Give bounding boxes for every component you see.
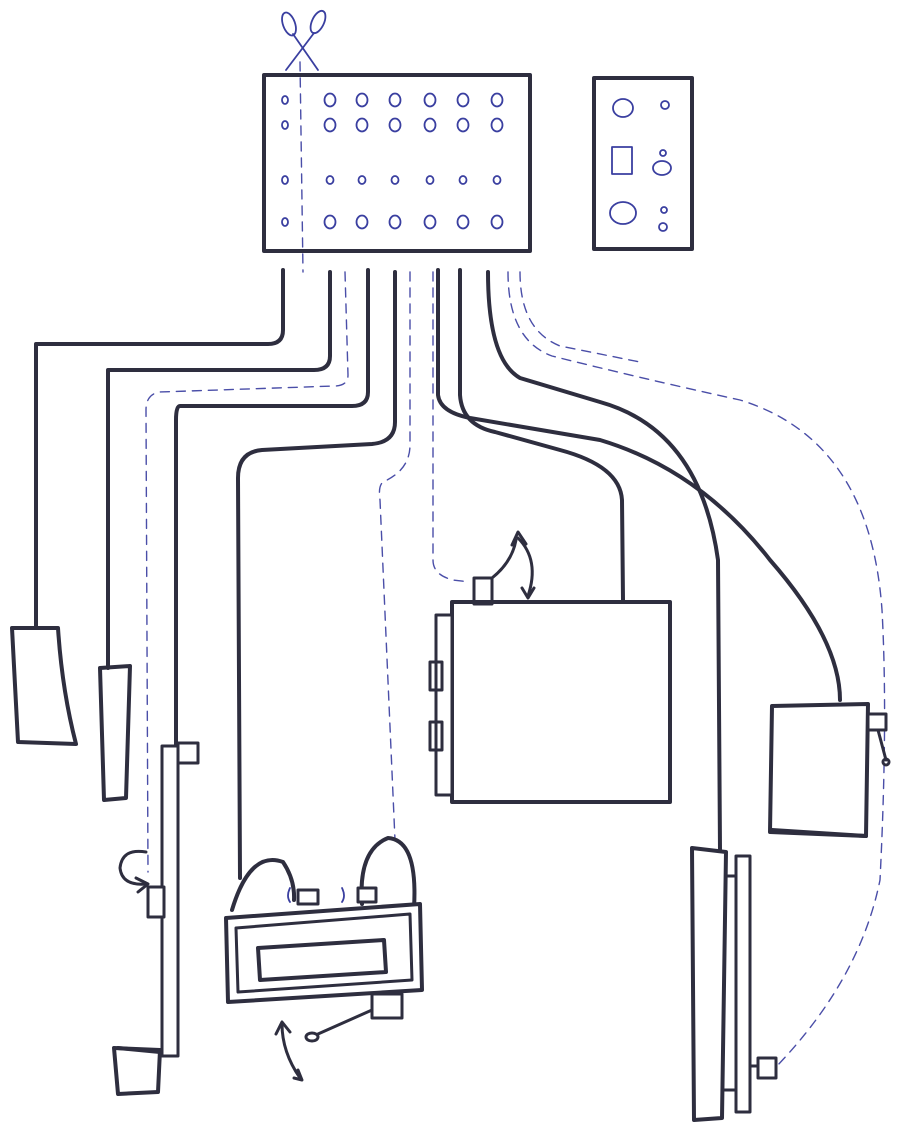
pin-hole [494,176,501,184]
double-arrow-icon [276,1022,302,1080]
left-hatched-block [12,628,76,744]
pin-hole [492,94,503,107]
pin-hole [492,119,503,132]
right-box [770,704,889,836]
pin-hole [492,216,503,229]
pin-hole [425,119,436,132]
scissors-icon [279,9,328,70]
side-panel [594,78,692,249]
pin-hole [282,218,288,226]
pin-hole [357,94,368,107]
pin-hole [458,94,469,107]
pin-hole [427,176,434,184]
right-tall-panel [692,848,776,1120]
pin-hole [390,216,401,229]
pin-hole [325,94,336,107]
pin-hole [390,119,401,132]
pin-hole [425,94,436,107]
rotate-arrow-icon [120,851,148,892]
pin-hole [282,96,288,104]
pin-hole [325,216,336,229]
tray-device [226,838,422,1041]
narrow-hatched-block [100,666,130,800]
pin-hole [425,216,436,229]
pin-hole [327,176,334,184]
pin-hole [282,176,288,184]
connector-pin-holes [282,94,503,229]
pin-hole [458,216,469,229]
pin-hole [392,176,399,184]
cut-line [300,62,303,272]
pin-hole [325,119,336,132]
pin-hole [458,119,469,132]
pin-hole [359,176,366,184]
pin-hole [460,176,467,184]
main-connector-board [264,75,530,251]
pin-hole [282,121,288,129]
pin-hole [357,216,368,229]
pin-hole [357,119,368,132]
pin-hole [390,94,401,107]
large-hatched-box [430,540,670,802]
